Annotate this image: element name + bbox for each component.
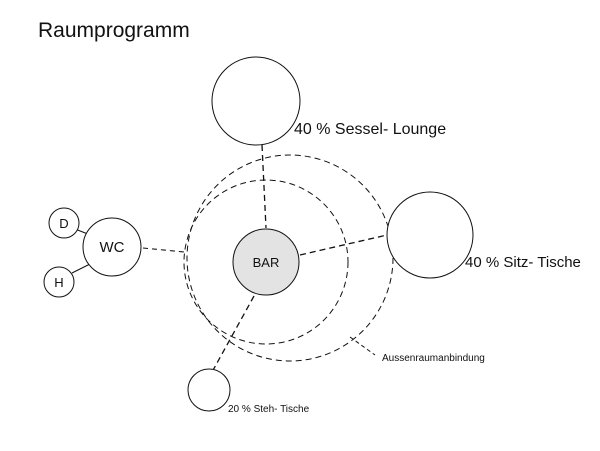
connector-wc-h <box>71 263 91 274</box>
steh-tische-label: 20 % Steh- Tische <box>228 404 310 415</box>
sitz-tische-node <box>386 191 474 279</box>
annotation-leader <box>349 336 376 356</box>
wc-node <box>82 217 142 277</box>
connector-bar-sitz <box>299 234 388 256</box>
connector-wc-zone <box>142 247 185 253</box>
bar-label: BAR <box>253 255 280 270</box>
lounge-node <box>211 56 301 146</box>
outer-dashed-ring <box>186 154 394 362</box>
connector-bar-steh <box>211 295 255 373</box>
inner-dashed-ring <box>183 179 349 345</box>
sitz-tische-label: 40 % Sitz- Tische <box>465 254 581 271</box>
connector-bar-lounge <box>261 144 267 229</box>
lounge-label: 40 % Sessel- Lounge <box>294 121 446 138</box>
d-node <box>48 207 80 239</box>
h-node <box>43 266 75 298</box>
h-label: H <box>54 275 63 290</box>
steh-tische-node <box>187 368 231 412</box>
aussenraum-annotation: Aussenraumanbindung <box>382 353 485 364</box>
wc-label: WC <box>100 239 125 256</box>
d-label: D <box>59 216 68 231</box>
diagram-title: Raumprogramm <box>38 19 190 42</box>
bar-node <box>232 228 300 296</box>
